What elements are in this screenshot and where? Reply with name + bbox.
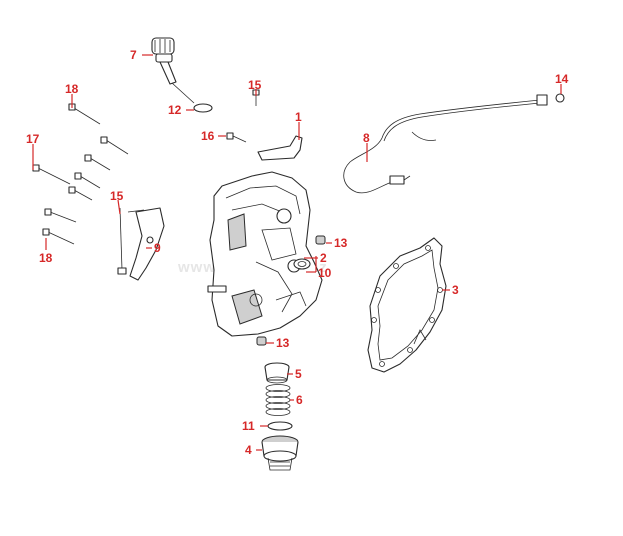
- callout-13-lower: 13: [276, 336, 290, 350]
- callout-4: 4: [245, 443, 252, 457]
- callout-14: 14: [555, 72, 569, 86]
- callout-2: 2: [320, 251, 327, 265]
- crankcase-cover-part: [207, 171, 323, 337]
- spring-part: [265, 384, 291, 416]
- oil-dipstick-part: [151, 37, 195, 104]
- bolt-part-16: [226, 132, 247, 143]
- o-ring-lower-part: [267, 421, 293, 431]
- callout-10: 10: [318, 266, 332, 280]
- o-ring-part: [193, 103, 213, 113]
- cover-plate-part: [117, 207, 165, 281]
- callout-8: 8: [363, 131, 370, 145]
- dowel-pin-upper: [315, 235, 326, 245]
- callout-12: 12: [168, 103, 182, 117]
- callout-18-top: 18: [65, 82, 79, 96]
- dowel-pin-lower: [256, 336, 267, 346]
- callout-17: 17: [26, 132, 40, 146]
- callout-3: 3: [452, 283, 459, 297]
- cable-nut-part: [555, 93, 565, 103]
- bolt-set: [32, 103, 129, 245]
- callout-1: 1: [295, 110, 302, 124]
- callout-11: 11: [242, 419, 255, 433]
- cable-part: [343, 94, 548, 194]
- callout-7: 7: [130, 48, 137, 62]
- gasket-part: [367, 237, 447, 373]
- bracket-part: [257, 135, 303, 161]
- callout-16: 16: [201, 129, 215, 143]
- drain-plug-part: [261, 435, 299, 471]
- callout-15-top: 15: [248, 78, 262, 92]
- leader-lines: [32, 54, 562, 451]
- callout-9: 9: [154, 241, 161, 255]
- callout-18-bottom: 18: [39, 251, 53, 265]
- cap-part: [264, 362, 290, 384]
- seal-washer-part: [293, 258, 311, 270]
- callout-5: 5: [295, 367, 302, 381]
- callout-13-upper: 13: [334, 236, 348, 250]
- callout-15-left: 15: [110, 189, 124, 203]
- callout-6: 6: [296, 393, 303, 407]
